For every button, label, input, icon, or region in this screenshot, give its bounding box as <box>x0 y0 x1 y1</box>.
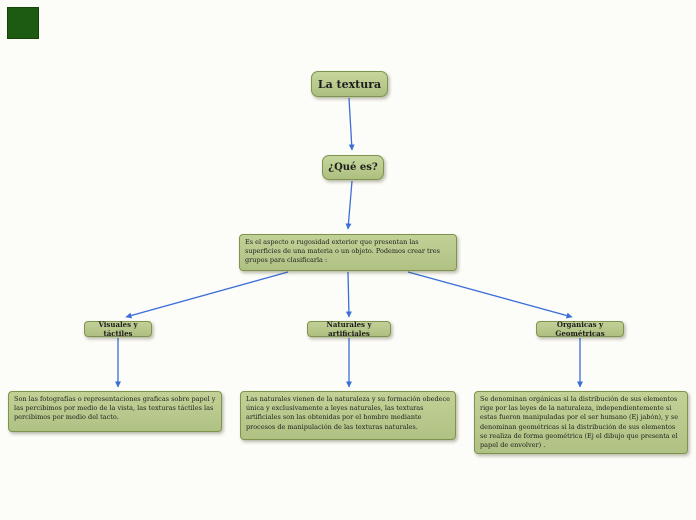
description-node-naturales[interactable]: Las naturales vienen de la naturaleza y … <box>240 391 456 440</box>
branch-node-visuales[interactable]: Visuales y táctiles <box>84 320 152 338</box>
description-organicas-text: Se denominan orgánicas si la distribució… <box>480 395 679 450</box>
branch-node-organicas[interactable]: Orgánicas y Geométricas <box>536 320 624 338</box>
question-node[interactable]: ¿Qué es? <box>322 155 384 180</box>
arrow-root-to-question <box>348 97 355 151</box>
arrow-definition-to-branch3 <box>407 271 573 319</box>
question-label: ¿Qué es? <box>328 162 378 173</box>
arrow-question-to-definition <box>345 180 353 230</box>
definition-node[interactable]: Es el aspecto o rugosidad exterior que p… <box>239 234 457 271</box>
root-topic-label: La textura <box>317 77 382 91</box>
definition-text: Es el aspecto o rugosidad exterior que p… <box>245 238 440 265</box>
description-naturales-text: Las naturales vienen de la naturaleza y … <box>246 395 450 431</box>
root-topic-node[interactable]: La textura <box>311 71 388 97</box>
corner-color-swatch <box>7 7 39 39</box>
branch-visuales-label: Visuales y táctiles <box>98 320 138 338</box>
branch-organicas-label: Orgánicas y Geométricas <box>555 320 605 338</box>
description-node-visuales[interactable]: Son las fotografías o representaciones g… <box>8 391 222 432</box>
arrow-definition-to-branch2 <box>345 271 352 318</box>
branch-node-naturales[interactable]: Naturales y artificiales <box>307 320 391 338</box>
description-visuales-text: Son las fotografías o representaciones g… <box>14 395 216 422</box>
arrow-definition-to-branch1 <box>125 271 289 319</box>
description-node-organicas[interactable]: Se denominan orgánicas si la distribució… <box>474 391 688 454</box>
branch-naturales-label: Naturales y artificiales <box>326 320 372 338</box>
